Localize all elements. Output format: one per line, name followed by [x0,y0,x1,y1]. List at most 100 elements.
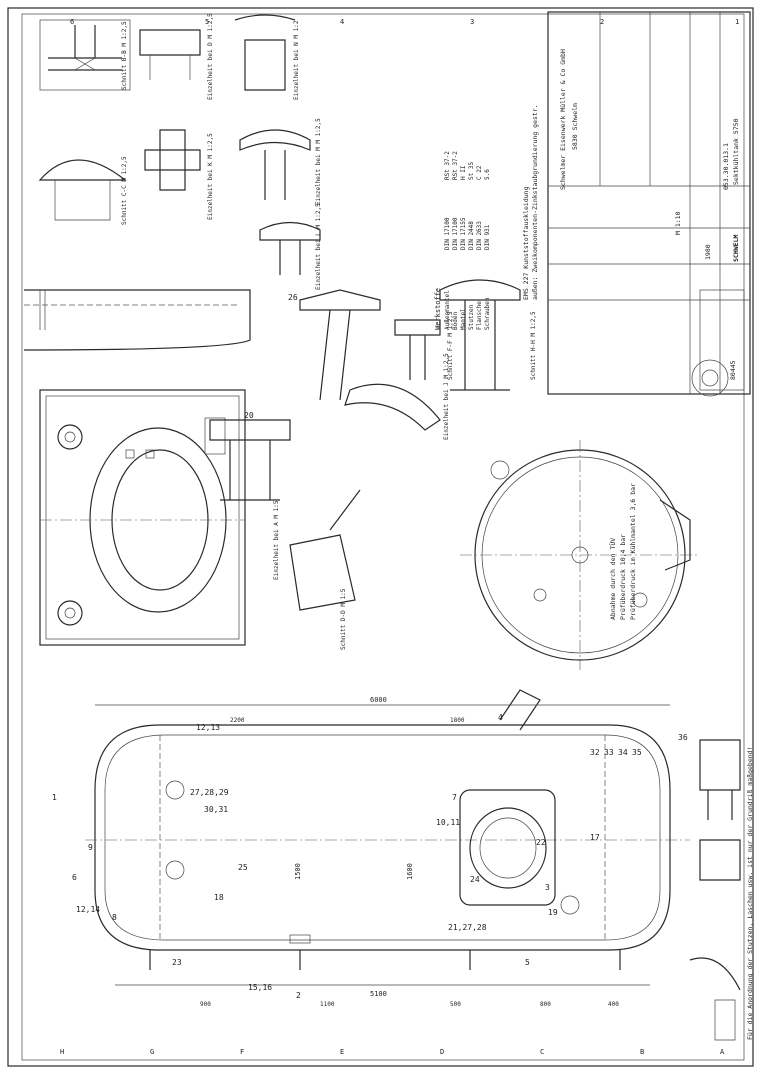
materials-row: Mantel DIN 17155 H II [460,165,467,330]
section-ff-label: Schnitt F-F M 1:2,5 [447,311,454,380]
callout: 15,16 [248,983,272,992]
svg-text:DIN 2633: DIN 2633 [476,221,483,250]
callout: 17 [590,833,600,842]
drawing-number: 053.30.013.1 [722,143,730,190]
drawing-title: Sektkühltank 5750 [732,118,740,185]
svg-text:DIN 17155: DIN 17155 [460,217,467,250]
coating-note: EMS 227 Kunststoffauskleidung [522,186,530,300]
drawing-scale: M 1:10 [674,211,682,235]
section-cc-label: Schnitt C-C M 1:2,5 [121,156,128,225]
grid-num: 2 [600,18,604,26]
grid-numbers: 1 2 3 4 5 6 [70,18,739,26]
detail-k-label: Einzelheit bei K M 1:2,5 [207,133,214,220]
pressure-note-1: Prüfüberdruck 10,4 bar [619,534,627,620]
footer-note: Für die Anordnung der Stutzen, Laschen u… [746,747,754,1041]
nozzle-section [209,419,291,501]
materials-row: Böden DIN 17100 RSt 37-2 [452,151,459,330]
svg-text:Für die Anordnung der Stutzen,: Für die Anordnung der Stutzen, Laschen u… [746,747,754,1041]
coating-notes: EMS 227 Kunststoffauskleidung außen: Zwe… [522,104,539,300]
grid-letter: D [440,1048,444,1056]
grid-num: 3 [470,18,474,26]
callout: 26 [288,293,298,302]
callout: 35 [632,748,642,757]
grid-letter: B [640,1048,644,1056]
grid-num: 4 [340,18,344,26]
detail-d: Einzelheit bei D M 1:2,5 [139,13,214,100]
svg-text:Außenmantel: Außenmantel [444,290,451,330]
company-city: 5830 Schwelm [571,103,579,150]
callout: 30,31 [204,805,228,814]
grid-letter: H [60,1048,64,1056]
callout: 12,14 [76,905,100,914]
top-view-circle [460,440,700,670]
grid-letters: A B C D E F G H [60,1048,725,1056]
pressure-note-2: Prüfüberdruck im Kühlmantel 3,6 bar [629,483,637,620]
section-bb-label: Schnitt B-B M 1:2,5 [121,21,128,90]
detail-d-label: Einzelheit bei D M 1:2,5 [207,13,214,100]
section-cc: Schnitt C-C M 1:2,5 [38,156,128,225]
section-dd-label: Schnitt D-D M 1:5 [340,588,347,650]
dim-d2: 1800 [450,717,465,724]
grid-letter: C [540,1048,544,1056]
callout: 22 [536,838,546,847]
grid-num: 5 [205,18,209,26]
callout: 24 [470,875,480,884]
callout: 34 [618,748,628,757]
callout: 5 [525,958,530,967]
drawing-year: 1980 [704,244,712,260]
callout: 2 [296,991,301,1000]
svg-text:C 22: C 22 [476,165,483,180]
svg-text:St 35: St 35 [468,162,475,180]
materials-row: Außenmantel DIN 17100 RSt 37-2 [444,151,451,330]
section-bb: Schnitt B-B M 1:2,5 [39,19,131,91]
grid-num: 6 [70,18,74,26]
svg-text:Flansche: Flansche [476,301,483,330]
inner-frame [21,13,745,1061]
plan-view [39,389,246,646]
materials-row: Stutzen DIN 2448 St 35 [468,162,475,330]
section-hh-label: Schnitt H-H M 1:2,5 [530,311,537,380]
grid-letter: F [240,1048,244,1056]
coating-note-sub: außen: Zweikomponenten-Zinkstaubgrundier… [531,104,539,300]
stamp-number: 80445 [729,360,737,380]
section-hh: Schnitt H-H M 1:2,5 [439,279,537,391]
acceptance-notes: Abnahme durch den TÜV Prüfüberdruck 10,4… [608,483,637,620]
dim-diameter: 1600 [406,863,414,880]
callout: 9 [88,843,93,852]
detail-n: Einzelheit bei N M 1:2 [234,14,300,100]
callout: 27,28,29 [190,788,229,797]
detail-m-label: Einzelheit bei M M 1:2,5 [315,118,322,205]
svg-text:Stutzen: Stutzen [468,304,475,330]
svg-text:RSt 37-2: RSt 37-2 [452,151,459,180]
svg-text:DIN 2448: DIN 2448 [468,221,475,250]
svg-text:Mantel: Mantel [460,308,467,330]
svg-text:DIN 17100: DIN 17100 [444,217,451,250]
callout: 8 [112,913,117,922]
dim-d5: 900 [200,1001,211,1008]
detail-l: Einzelheit bei L M 1:2,5 [259,203,322,290]
callout: 7 [452,793,457,802]
detail-m: Einzelheit bei M M 1:2,5 [239,118,322,205]
grid-letter: E [340,1048,344,1056]
svg-text:Böden: Böden [452,312,459,330]
callout: 19 [548,908,558,917]
dim-d1: 2200 [230,717,245,724]
section-gg-detail [689,739,741,1041]
dim-d7: 500 [450,1001,461,1008]
partial-elevation [23,289,251,351]
section-ee [299,289,381,401]
materials-table: Werkstoffe Außenmantel DIN 17100 RSt 37-… [434,151,491,330]
detail-j-label: Einzelheit bei J M 1:2,5 [443,353,450,440]
callout: 1 [52,793,57,802]
grid-num: 1 [735,18,739,26]
callout: 18 [214,893,224,902]
dim-d6: 1100 [320,1001,335,1008]
callout: 4 [498,713,503,722]
callout: 20 [244,411,254,420]
sheet-border [7,7,754,1067]
callout: 6 [72,873,77,882]
svg-text:RSt 37-2: RSt 37-2 [444,151,451,180]
detail-n-label: Einzelheit bei N M 1:2 [293,20,300,100]
callout: 12,13 [196,723,220,732]
